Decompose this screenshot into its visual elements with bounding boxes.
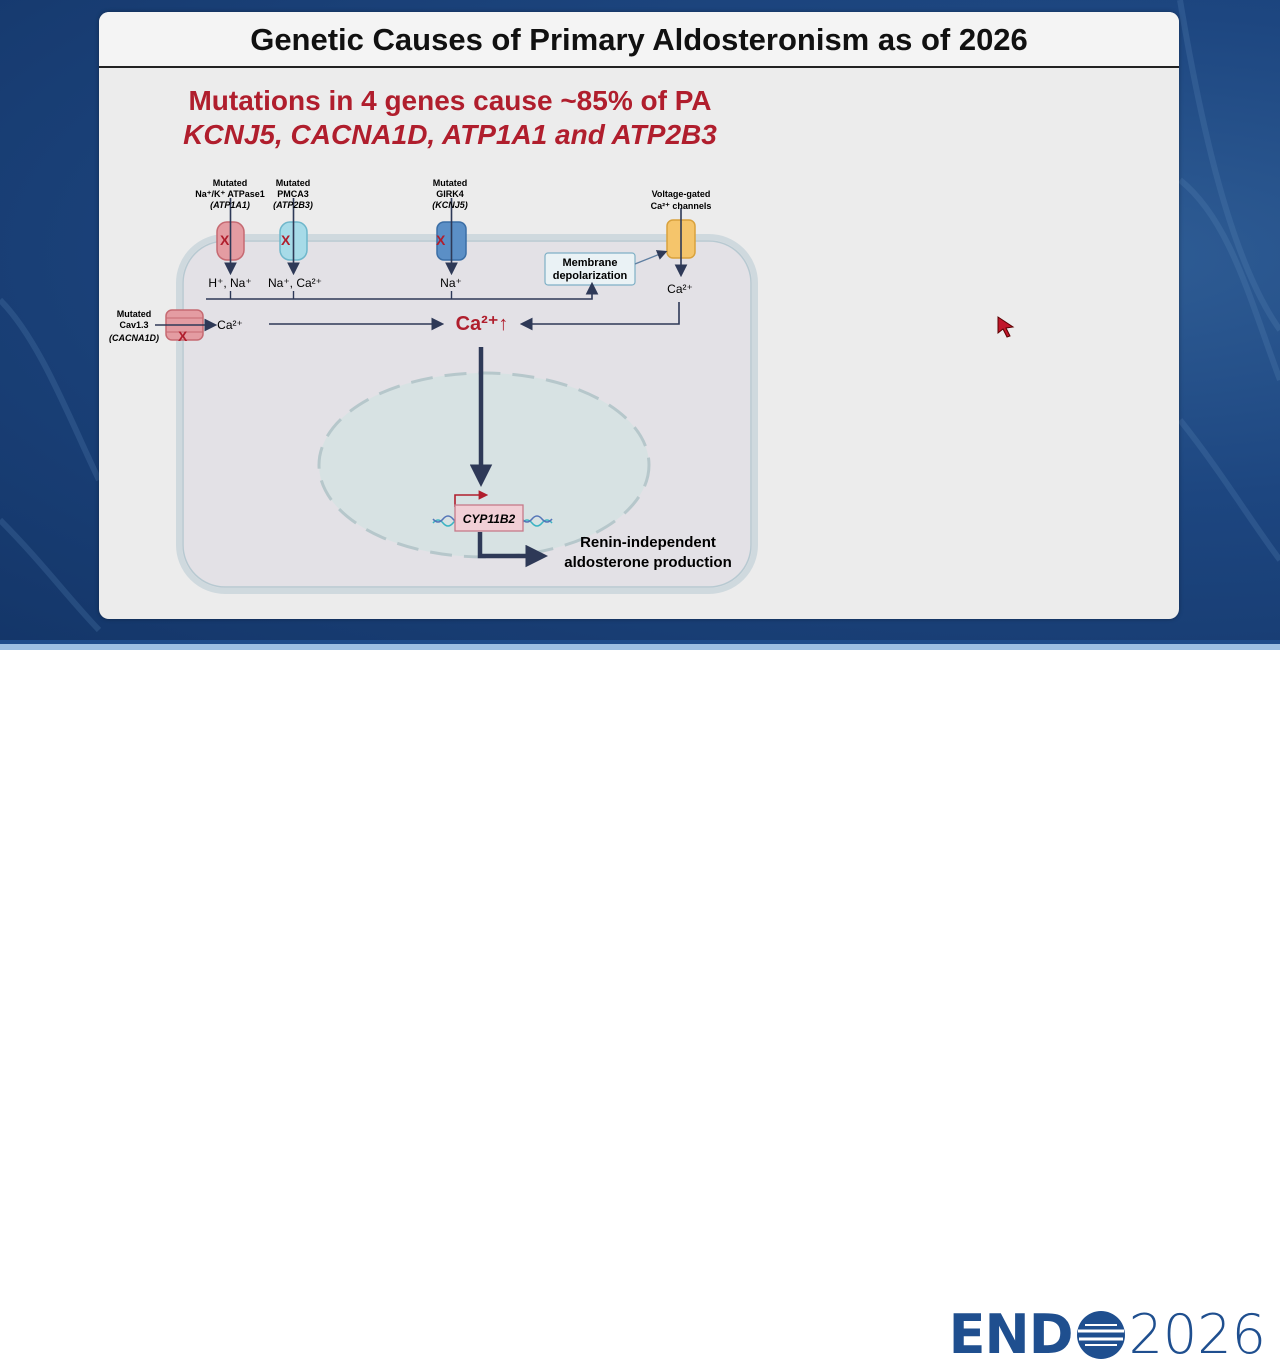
depolarization-to-vgcc-arrow [634,250,668,265]
gene-label: CYP11B2 [463,512,516,526]
girk-label-2: GIRK4 [436,189,464,199]
footer-stripe-light [0,644,1280,650]
headline-genes: KCNJ5, CACNA1D, ATP1A1 and ATP2B3 [183,119,717,150]
vgcc-to-calcium-arrow [519,302,680,331]
endo-logo: END 2026 [949,1307,1266,1363]
atpase-label-2: Na⁺/K⁺ ATPase1 [195,189,265,199]
pmca-label-2: PMCA3 [277,189,309,199]
pmca-label-3: (ATP2B3) [273,200,313,210]
footer-stripe-dark [0,640,1280,644]
vgcc-channel [666,208,696,278]
mouse-cursor-icon [997,316,1015,338]
slide-title: Genetic Causes of Primary Aldosteronism … [250,22,1028,57]
outcome-label-1: Renin-independent [580,534,716,551]
girk-ions: Na⁺ [440,276,462,290]
vgcc-label-2: Ca²⁺ channels [651,201,712,211]
cav-label-3: (CACNA1D) [109,333,159,343]
pmca-label-1: Mutated [276,178,311,188]
atpase-label-1: Mutated [213,178,248,188]
cav-label-2: Cav1.3 [119,320,148,330]
cav-mutation-mark: X [178,328,188,344]
cav-channel: X [155,309,218,344]
headline-line-1: Mutations in 4 genes cause ~85% of PA [188,85,712,116]
pmca-mutation-mark: X [281,232,291,248]
depolarization-label-1: Membrane [562,257,617,269]
atpase-channel: X [216,198,245,276]
logo-text-end: END [948,1303,1074,1366]
footer: END 2026 [0,650,1280,1363]
atpase-ions: H⁺, Na⁺ [208,276,251,290]
cav-label-1: Mutated [117,309,152,319]
logo-text-year: 2026 [1128,1303,1266,1366]
transcription-start-arrow [454,490,489,507]
vgcc-ions: Ca²⁺ [667,282,693,296]
girk-label-1: Mutated [433,178,468,188]
background-vessels [0,0,1280,633]
pathway-diagram: X Mutated Na⁺/K⁺ ATPase1 (ATP1A1) H⁺, Na… [109,178,758,594]
intracellular-calcium: Ca²⁺↑ [456,313,509,335]
pmca-ions: Na⁺, Ca²⁺ [268,276,322,290]
atpase-label-3: (ATP1A1) [210,200,250,210]
gene-box [454,504,524,532]
girk-mutation-mark: X [436,232,446,248]
girk-label-3: (KCNJ5) [432,200,468,210]
atpase-mutation-mark: X [220,232,230,248]
pmca-channel: X [279,198,308,276]
outcome-label-2: aldosterone production [564,554,732,571]
cav-ions: Ca²⁺ [217,318,243,332]
title-bar [99,12,1179,68]
slide: Genetic Causes of Primary Aldosteronism … [99,12,1179,619]
headline: Mutations in 4 genes cause ~85% of PA KC… [145,84,755,152]
ion-flux-to-depolarization-line [206,281,599,300]
depolarization-label-2: depolarization [553,270,628,282]
gene-to-output-arrow [477,532,548,568]
girk-channel: X [436,198,467,276]
globe-icon [1076,1311,1125,1359]
vgcc-label-1: Voltage-gated [652,189,711,199]
